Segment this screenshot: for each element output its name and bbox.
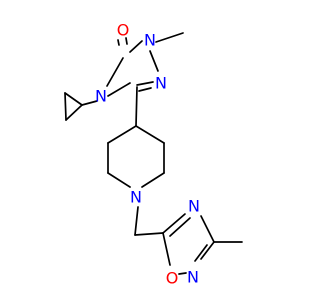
bond-pip-6 bbox=[135, 125, 165, 144]
bond-cp-2 bbox=[64, 92, 67, 121]
atom-o-carbonyl: O bbox=[117, 21, 130, 40]
bond-triazole-piperidine bbox=[135, 86, 138, 127]
bond-c5-o-double bbox=[117, 39, 120, 46]
bond-n1-methyl bbox=[155, 32, 184, 43]
bond-pip-3 bbox=[107, 172, 131, 188]
bond-cp-3 bbox=[65, 104, 83, 121]
bond-c5-n4-double bbox=[169, 217, 191, 237]
bond-n4-cyclopropyl bbox=[81, 100, 98, 106]
bond-c3-n4 bbox=[107, 82, 131, 97]
atom-n-oxadiazole-lower: N bbox=[187, 268, 199, 287]
bond-c5-n4 bbox=[162, 213, 186, 234]
bond-cp-1 bbox=[64, 92, 83, 106]
atom-n-triazole: N bbox=[155, 74, 167, 93]
bond-pip-1 bbox=[107, 125, 137, 144]
oxadiazole-ring bbox=[162, 213, 243, 275]
atom-n-methyl: N bbox=[144, 31, 156, 50]
bond-n4-c5 bbox=[106, 57, 124, 87]
atom-n-cyclopropyl: N bbox=[95, 87, 107, 106]
bond-n1-n2 bbox=[149, 50, 159, 72]
bond-c3-n2-double bbox=[194, 244, 208, 262]
bond-c5-o bbox=[125, 37, 128, 45]
bond-n2-o1 bbox=[178, 272, 187, 275]
bond-c3-n2 bbox=[200, 241, 215, 260]
bond-methylene-oxadiazole bbox=[134, 232, 164, 236]
atom-n-piperidine: N bbox=[130, 188, 142, 207]
molecule-structure: O N N N N N O N bbox=[64, 21, 243, 288]
atom-o-oxadiazole: O bbox=[166, 269, 179, 288]
bond-pip-4 bbox=[141, 172, 165, 188]
cyclopropyl-group bbox=[64, 92, 98, 121]
bond-n-methylene bbox=[134, 206, 139, 236]
bond-o1-c5 bbox=[162, 232, 171, 266]
bond-n2-c3-double bbox=[138, 87, 152, 92]
bond-c5-n1 bbox=[129, 40, 143, 53]
structure-svg: O N N N N N O N bbox=[64, 21, 243, 288]
triazolone-ring bbox=[106, 32, 184, 97]
bond-n4-c3 bbox=[200, 215, 215, 243]
bond-n2-c3 bbox=[136, 81, 154, 86]
piperidine-ring bbox=[107, 86, 165, 188]
atom-n-oxadiazole-upper: N bbox=[188, 197, 200, 216]
